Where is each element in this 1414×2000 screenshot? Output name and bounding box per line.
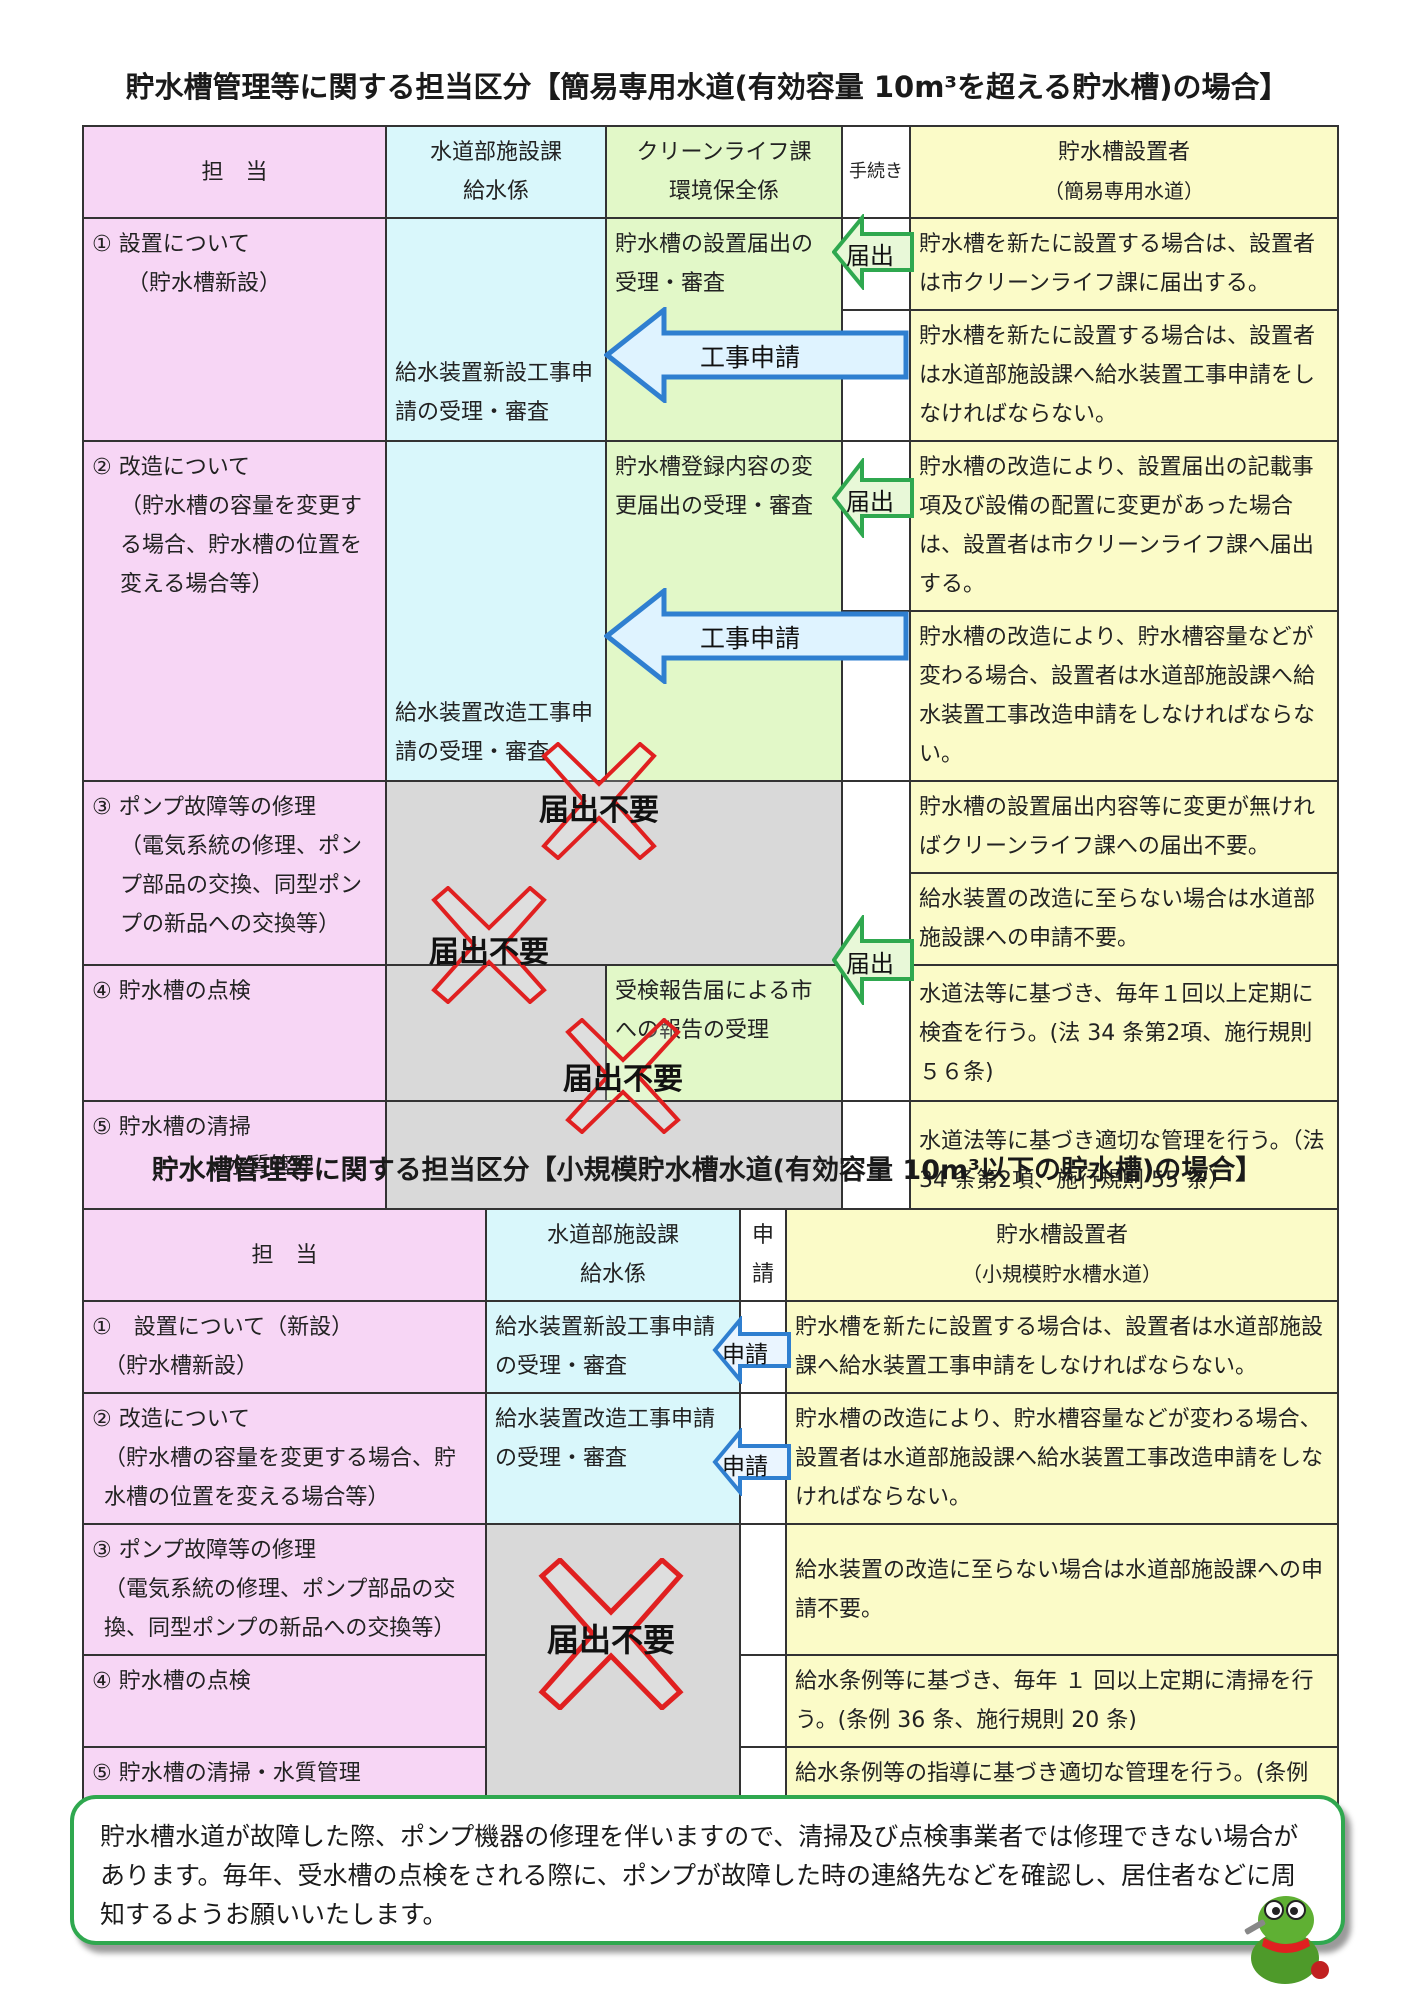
t1-r1-setchi-a: 貯水槽を新たに設置する場合は、設置者は市クリーンライフ課に届出する。 — [909, 217, 1339, 311]
t1-r2-todokede-arrow-icon — [832, 458, 914, 538]
t2-stamp-red-cross-icon — [538, 1558, 684, 1710]
t2-r2-label: ② 改造について （貯水槽の容量を変更する場合、貯水槽の位置を変える場合等） — [82, 1392, 487, 1525]
t2-r2-shinsei-label: 申請 — [722, 1454, 768, 1480]
t2-header-shinsei: 申 請 — [739, 1208, 787, 1302]
t1-r4-setchi: 水道法等に基づき、毎年１回以上定期に検査を行う。(法 34 条第2項、施行規則５… — [909, 964, 1339, 1102]
header-tanto: 担 当 — [82, 125, 387, 219]
t2-r1-shinsei-arrow-icon — [712, 1316, 791, 1384]
t1-r5-stamp-red-cross-icon — [565, 1018, 681, 1134]
t1-r4-stamp-red-cross-icon — [431, 886, 547, 1004]
t1-r4-tetsuzuki — [841, 964, 911, 1102]
t1-r1-label: ① 設置について （貯水槽新設） — [82, 217, 387, 442]
t1-r4-label: ④ 貯水槽の点検 — [82, 964, 387, 1102]
t2-r1-setchi: 貯水槽を新たに設置する場合は、設置者は水道部施設課へ給水装置工事申請をしなければ… — [785, 1300, 1339, 1394]
t1-r1-koji-label: 工事申請 — [700, 343, 801, 372]
t1-r3-stamp-label: 届出不要 — [539, 793, 659, 828]
t2-r1-suido: 給水装置新設工事申請の受理・審査 — [485, 1300, 741, 1394]
t2-r2-shinsei-arrow-icon — [712, 1428, 791, 1496]
t1-r3-na — [385, 780, 843, 966]
frog-mascot-icon — [1244, 1896, 1329, 1984]
t2-r3-setchi: 給水装置の改造に至らない場合は水道部施設課への申請不要。 — [785, 1523, 1339, 1656]
t1-r2-label: ② 改造について （貯水槽の容量を変更する場合、貯水槽の位置を変える場合等） — [82, 440, 387, 782]
t2-header-suido: 水道部施設課 給水係 — [485, 1208, 741, 1302]
t1-r2-koji-label: 工事申請 — [700, 624, 801, 653]
note-box: 貯水槽水道が故障した際、ポンプ機器の修理を伴いますので、清掃及び点検事業者では修… — [70, 1795, 1345, 1945]
t2-r1-shinsei-label: 申請 — [722, 1342, 768, 1368]
t1-r3-label: ③ ポンプ故障等の修理 （電気系統の修理、ポンプ部品の交換、同型ポンプの新品への… — [82, 780, 387, 966]
t1-r2-koji-arrow-icon — [604, 588, 909, 684]
t1-r2-clean: 貯水槽登録内容の変更届出の受理・審査 — [605, 440, 843, 782]
t1-r5-stamp-label: 届出不要 — [563, 1062, 683, 1097]
t1-r1-todokede-arrow-icon — [832, 214, 914, 290]
t1-r1-todokede-label: 届出 — [846, 242, 894, 270]
t1-r4-clean: 受検報告届による市への報告の受理 — [605, 964, 843, 1102]
t2-r3-shinsei — [739, 1523, 787, 1656]
t1-r1-koji-arrow-icon — [604, 307, 909, 403]
t2-stamp-label: 届出不要 — [546, 1621, 675, 1659]
t2-r2-setchi: 貯水槽の改造により、貯水槽容量などが変わる場合、設置者は水道部施設課へ給水装置工… — [785, 1392, 1339, 1525]
t2-r4-shinsei — [739, 1654, 787, 1748]
t1-r3-setchi-a: 貯水槽の設置届出内容等に変更が無ければクリーンライフ課への届出不要。 — [909, 780, 1339, 874]
note-text: 貯水槽水道が故障した際、ポンプ機器の修理を伴いますので、清掃及び点検事業者では修… — [100, 1822, 1299, 1929]
t2-header-tanto: 担 当 — [82, 1208, 487, 1302]
t2-header-setchisha: 貯水槽設置者 （小規模貯水槽水道） — [785, 1208, 1339, 1302]
table2-title: 貯水槽管理等に関する担当区分【小規模貯水槽水道(有効容量 10m³以下の貯水槽)… — [151, 1155, 1263, 1186]
t1-r4-todokede-label: 届出 — [846, 950, 894, 978]
table1-title: 貯水槽管理等に関する担当区分【簡易専用水道(有効容量 10m³を超える貯水槽)の… — [125, 70, 1289, 104]
header-tetsuzuki: 手続き — [841, 125, 911, 219]
t1-r5-tetsuzuki — [841, 1100, 911, 1221]
t2-r4-label: ④ 貯水槽の点検 — [82, 1654, 487, 1748]
t1-r2-suido: 給水装置改造工事申請の受理・審査 — [385, 440, 607, 782]
t1-r1-suido: 給水装置新設工事申請の受理・審査 — [385, 217, 607, 442]
t2-r1-label: ① 設置について（新設） （貯水槽新設） — [82, 1300, 487, 1394]
t2-na — [485, 1523, 741, 1840]
t1-r1-setchi-b: 貯水槽を新たに設置する場合は、設置者は水道部施設課へ給水装置工事申請をしなければ… — [909, 309, 1339, 442]
header-clean: クリーンライフ課 環境保全係 — [605, 125, 843, 219]
table2: 担 当 水道部施設課 給水係 申 請 貯水槽設置者 （小規模貯水槽水道） ① 設… — [82, 1208, 1339, 1840]
t1-r3-stamp-red-cross-icon — [541, 742, 657, 860]
t1-r3-setchi-b: 給水装置の改造に至らない場合は水道部施設課への申請不要。 — [909, 872, 1339, 966]
t1-r4-stamp-label: 届出不要 — [429, 935, 549, 970]
t1-r5-setchi: 水道法等に基づき適切な管理を行う。（法 34 条第2項、施行規則 55 条） — [909, 1100, 1339, 1221]
t1-r2-setchi-b: 貯水槽の改造により、貯水槽容量などが変わる場合、設置者は水道部施設課へ給水装置工… — [909, 610, 1339, 782]
t1-r2-todokede-label: 届出 — [846, 488, 894, 516]
t1-r4-todokede-arrow-icon — [832, 915, 914, 1005]
t2-r3-label: ③ ポンプ故障等の修理 （電気系統の修理、ポンプ部品の交換、同型ポンプの新品への… — [82, 1523, 487, 1656]
t1-r3-tetsuzuki — [841, 780, 911, 966]
t2-r2-suido: 給水装置改造工事申請の受理・審査 — [485, 1392, 741, 1525]
header-setchisha: 貯水槽設置者 （簡易専用水道） — [909, 125, 1339, 219]
header-suido: 水道部施設課 給水係 — [385, 125, 607, 219]
t1-r2-setchi-a: 貯水槽の改造により、設置届出の記載事項及び設備の配置に変更があった場合は、設置者… — [909, 440, 1339, 612]
table1: 担 当 水道部施設課 給水係 クリーンライフ課 環境保全係 手続き 貯水槽設置者… — [82, 125, 1339, 1221]
t2-r4-setchi: 給水条例等に基づき、毎年 １ 回以上定期に清掃を行う。(条例 36 条、施行規則… — [785, 1654, 1339, 1748]
t1-r5-label: ⑤ 貯水槽の清掃 ・水質管理 — [82, 1100, 387, 1221]
t1-r5-na — [385, 1100, 843, 1221]
